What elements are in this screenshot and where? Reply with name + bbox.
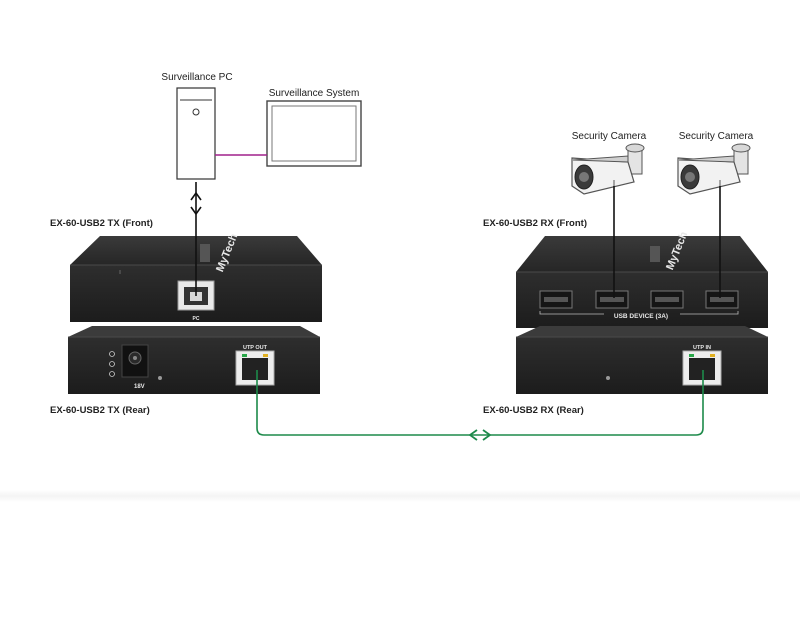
tx-rear-device <box>68 326 320 394</box>
tx-utp-out-label: UTP OUT <box>243 345 268 351</box>
rx-front-label: EX-60-USB2 RX (Front) <box>483 218 587 229</box>
tx-rear-label: EX-60-USB2 TX (Rear) <box>50 405 150 416</box>
surveillance-pc-icon <box>176 87 216 180</box>
pc-tx-bidirectional-arrow-icon <box>190 191 202 216</box>
rx-utp-in-label: UTP IN <box>693 345 711 351</box>
security-camera-1-label: Security Camera <box>572 131 647 142</box>
security-camera-2-icon <box>677 143 751 195</box>
utp-cable <box>256 370 704 436</box>
rx-rear-device <box>516 326 768 394</box>
surveillance-pc-label: Surveillance PC <box>161 72 232 83</box>
tx-usb-port-label: PC <box>193 316 200 322</box>
tx-front-label: EX-60-USB2 TX (Front) <box>50 218 153 229</box>
surveillance-monitor-icon <box>266 100 362 167</box>
rx-front-device <box>516 236 768 328</box>
rx-usb-device-label: USB DEVICE (3A) <box>614 313 668 320</box>
bottom-fade-band <box>0 490 800 502</box>
security-camera-2-label: Security Camera <box>679 131 754 142</box>
utp-bidirectional-arrow-icon <box>468 429 492 441</box>
tx-power-label: 18V <box>134 384 145 390</box>
rx-rear-label: EX-60-USB2 RX (Rear) <box>483 405 584 416</box>
surveillance-system-label: Surveillance System <box>269 88 360 99</box>
security-camera-1-icon <box>571 143 645 195</box>
